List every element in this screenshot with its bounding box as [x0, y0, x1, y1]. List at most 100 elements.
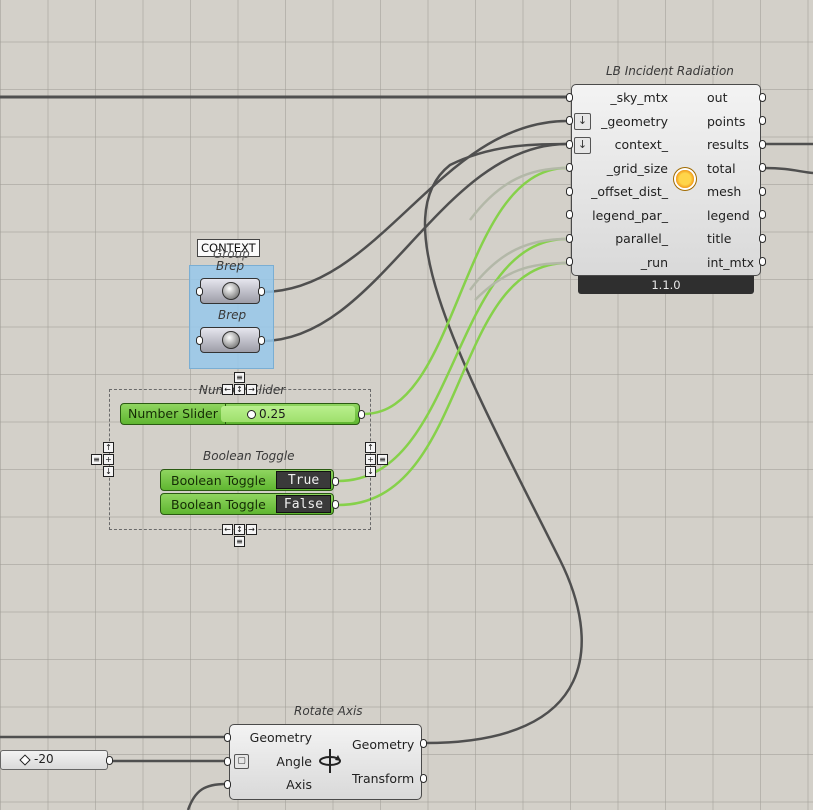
output-transform[interactable]: Transform: [352, 771, 415, 786]
slider-handle[interactable]: [247, 410, 256, 419]
flatten-arrow-icon[interactable]: ↓: [574, 137, 591, 154]
output-legend[interactable]: legend: [707, 208, 750, 223]
align-left-icon[interactable]: ←: [222, 524, 233, 535]
output-geometry[interactable]: Geometry: [352, 737, 415, 752]
input-offset-dist[interactable]: _offset_dist_: [591, 184, 668, 199]
brep-caption: Brep: [216, 259, 245, 273]
brep-param-1[interactable]: [200, 278, 260, 304]
output-pin[interactable]: [332, 477, 339, 486]
flatten-arrow-icon[interactable]: ↓: [574, 113, 591, 130]
output-pin[interactable]: [759, 163, 766, 172]
input-pin[interactable]: [566, 140, 573, 149]
output-mesh[interactable]: mesh: [707, 184, 742, 199]
align-top-icon[interactable]: ≡: [234, 372, 245, 383]
align-middle-icon[interactable]: +: [103, 454, 114, 465]
angle-slider[interactable]: -20: [0, 750, 108, 770]
align-bottom-icon[interactable]: ≡: [234, 536, 245, 547]
input-geometry[interactable]: Geometry: [249, 730, 312, 745]
output-results[interactable]: results: [707, 137, 749, 152]
wire-rotate-context: [423, 142, 583, 745]
align-center-icon[interactable]: ↕: [234, 524, 245, 535]
output-pin[interactable]: [258, 287, 265, 296]
input-parallel[interactable]: parallel_: [615, 231, 668, 246]
boolean-toggle-value[interactable]: False: [276, 495, 331, 513]
input-pin[interactable]: [224, 733, 231, 742]
lb-incident-radiation-component[interactable]: ↓ ↓ _sky_mtx _geometry context_ _grid_si…: [571, 84, 761, 276]
input-sky-mtx[interactable]: _sky_mtx: [610, 90, 668, 105]
number-slider[interactable]: Number Slider 0.25: [120, 403, 360, 425]
rotate-axis-icon: [319, 749, 341, 773]
output-pin[interactable]: [759, 257, 766, 266]
input-pin[interactable]: [566, 210, 573, 219]
output-pin[interactable]: [258, 336, 265, 345]
align-right-icon[interactable]: ≡: [377, 454, 388, 465]
input-pin[interactable]: [224, 757, 231, 766]
wire-toggle-parallel: [337, 237, 568, 483]
align-left-icon[interactable]: ←: [222, 384, 233, 395]
brep-icon: [222, 331, 240, 349]
input-pin[interactable]: [566, 257, 573, 266]
output-points[interactable]: points: [707, 114, 746, 129]
boolean-toggle-caption: Boolean Toggle: [203, 449, 295, 463]
input-context[interactable]: context_: [614, 137, 668, 152]
version-badge: 1.1.0: [578, 276, 754, 294]
input-pin[interactable]: [566, 93, 573, 102]
align-right-icon[interactable]: →: [246, 384, 257, 395]
input-grid-size[interactable]: _grid_size: [606, 161, 668, 176]
align-center-icon[interactable]: ↕: [234, 384, 245, 395]
output-pin[interactable]: [332, 500, 339, 509]
input-axis[interactable]: Axis: [286, 777, 312, 792]
output-pin[interactable]: [420, 774, 427, 783]
output-pin[interactable]: [759, 210, 766, 219]
input-angle[interactable]: Angle: [276, 754, 312, 769]
number-slider-label: Number Slider: [121, 404, 226, 424]
input-pin[interactable]: [224, 780, 231, 789]
align-up-icon[interactable]: ↑: [103, 442, 114, 453]
slider-value: 0.25: [259, 407, 286, 421]
input-geometry[interactable]: _geometry: [601, 114, 668, 129]
output-title[interactable]: title: [707, 231, 732, 246]
lb-incident-radiation-title: LB Incident Radiation: [606, 64, 734, 78]
slider-handle[interactable]: [19, 754, 31, 766]
output-out[interactable]: out: [707, 90, 728, 105]
angle-parameter-icon[interactable]: ▢: [234, 754, 249, 769]
align-middle-icon[interactable]: +: [365, 454, 376, 465]
output-pin[interactable]: [759, 234, 766, 243]
align-down-icon[interactable]: ↓: [365, 466, 376, 477]
rotate-axis-component[interactable]: ▢ Geometry Angle Axis Geometry Transform: [229, 724, 422, 800]
input-pin[interactable]: [196, 336, 203, 345]
boolean-toggle-true[interactable]: Boolean Toggle True: [160, 469, 334, 491]
input-pin[interactable]: [566, 116, 573, 125]
output-pin[interactable]: [358, 410, 365, 419]
context-group-label[interactable]: CONTEXT: [197, 239, 260, 257]
output-pin[interactable]: [106, 756, 113, 765]
boolean-toggle-false[interactable]: Boolean Toggle False: [160, 493, 334, 515]
wire-total-out: [763, 166, 813, 175]
output-pin[interactable]: [759, 116, 766, 125]
brep-icon: [222, 282, 240, 300]
output-int-mtx[interactable]: int_mtx: [707, 255, 755, 270]
input-pin[interactable]: [196, 287, 203, 296]
brep-param-2[interactable]: [200, 327, 260, 353]
wire-axis-in: [186, 782, 227, 810]
input-pin[interactable]: [566, 234, 573, 243]
input-pin[interactable]: [566, 187, 573, 196]
align-left-icon[interactable]: ≡: [91, 454, 102, 465]
input-legend-par[interactable]: legend_par_: [592, 208, 668, 223]
wire-toggle-run: [337, 261, 568, 507]
wire-brep-context: [261, 142, 568, 343]
input-run[interactable]: _run: [640, 255, 668, 270]
align-right-icon[interactable]: →: [246, 524, 257, 535]
group-caption: Group: [213, 247, 250, 261]
output-total[interactable]: total: [707, 161, 736, 176]
align-up-icon[interactable]: ↑: [365, 442, 376, 453]
output-pin[interactable]: [759, 187, 766, 196]
output-pin[interactable]: [759, 140, 766, 149]
output-pin[interactable]: [420, 739, 427, 748]
output-pin[interactable]: [759, 93, 766, 102]
input-pin[interactable]: [566, 163, 573, 172]
align-down-icon[interactable]: ↓: [103, 466, 114, 477]
slider-track[interactable]: [221, 406, 355, 422]
sun-icon: [676, 170, 694, 188]
boolean-toggle-value[interactable]: True: [276, 471, 331, 489]
